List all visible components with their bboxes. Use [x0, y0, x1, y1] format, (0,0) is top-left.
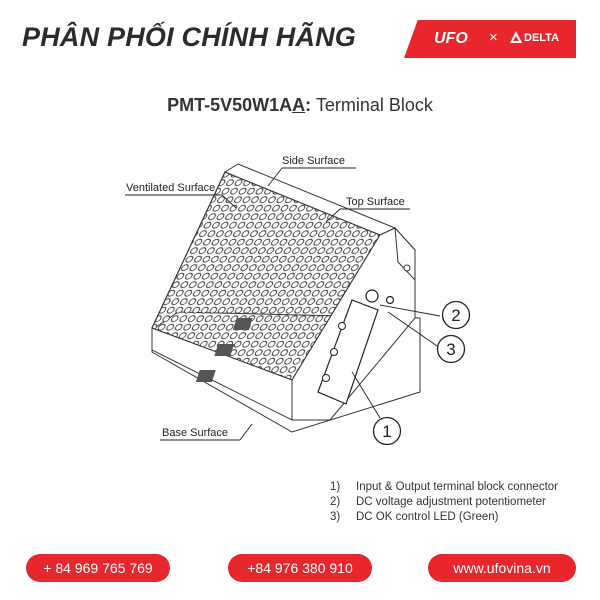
left-wall: [151, 327, 293, 421]
potentiometer: [365, 289, 379, 303]
delta-logo-icon: [510, 31, 522, 43]
legend-text: Input & Output terminal block connector: [356, 481, 558, 493]
website-link[interactable]: www.ufovina.vn: [428, 554, 576, 582]
title-subtitle: Terminal Block: [311, 95, 433, 115]
callout-3-label: 3: [446, 340, 455, 359]
model-underlined-letter: A: [292, 95, 306, 115]
callout-2: [441, 300, 471, 330]
terminal-block: [195, 299, 379, 405]
delta-logo-text: DELTA: [524, 32, 560, 44]
document-title: PMT-5V50W1AA: Terminal Block: [0, 95, 600, 116]
callout-1-label: 1: [382, 422, 391, 441]
legend-item: 2) DC voltage adjustment potentiometer: [330, 495, 558, 510]
model-colon: :: [305, 95, 312, 115]
label-base-surface: Base Surface: [162, 427, 228, 439]
label-side-surface: Side Surface: [282, 155, 345, 167]
legend-text: DC OK control LED (Green): [356, 511, 499, 523]
legend-item: 1) Input & Output terminal block connect…: [330, 480, 558, 495]
phone-button-2[interactable]: +84 976 380 910: [228, 554, 372, 582]
legend-text: DC voltage adjustment potentiometer: [356, 496, 546, 508]
legend-number: 2): [330, 496, 341, 508]
legend-list: 1) Input & Output terminal block connect…: [330, 480, 558, 525]
phone-button-1[interactable]: + 84 969 765 769: [26, 554, 170, 582]
model-prefix: PMT-5V50W1A: [167, 95, 293, 115]
dc-ok-led: [385, 295, 395, 305]
label-ventilated-surface: Ventilated Surface: [126, 182, 215, 194]
callout-1: [372, 416, 402, 446]
callout-2-label: 2: [451, 306, 460, 325]
page-title: PHÂN PHỐI CHÍNH HÃNG: [22, 22, 357, 52]
legend-number: 3): [330, 511, 341, 523]
brand-separator: ×: [489, 29, 498, 46]
ufo-logo: UFO: [434, 30, 468, 47]
legend-item: 3) DC OK control LED (Green): [330, 510, 558, 525]
callout-3: [436, 334, 466, 364]
label-top-surface: Top Surface: [346, 196, 405, 208]
brand-banner: [404, 20, 576, 58]
legend-number: 1): [330, 481, 341, 493]
